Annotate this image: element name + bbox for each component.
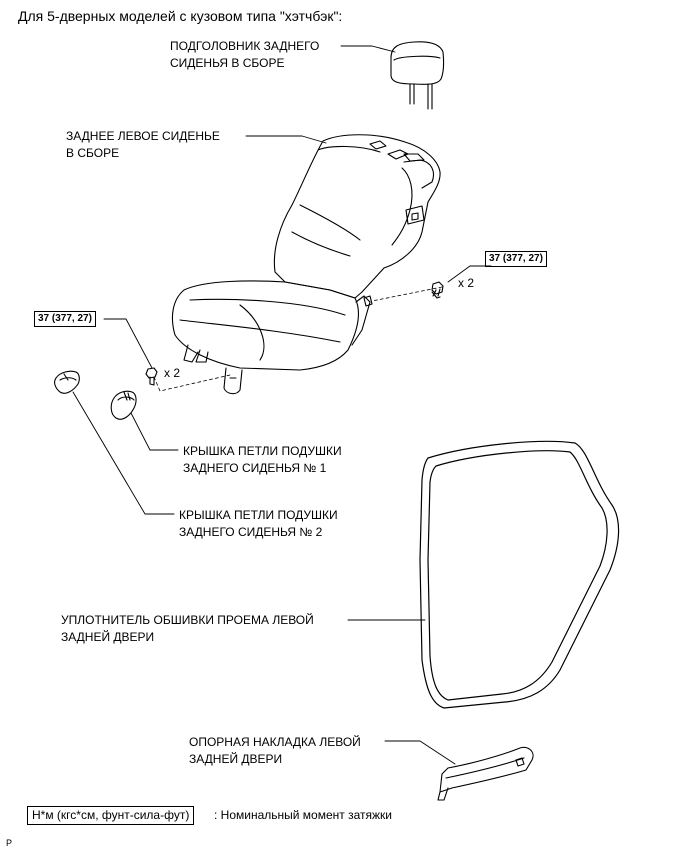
label-seat-line1: ЗАДНЕЕ ЛЕВОЕ СИДЕНЬЕ: [66, 129, 220, 143]
label-seat-line2: В СБОРЕ: [66, 146, 120, 160]
torque-badge-left: 37 (377, 27): [34, 311, 96, 327]
leader-headrest: [340, 45, 396, 53]
label-hinge-cover-1-line2: ЗАДНЕГО СИДЕНЬЯ № 1: [183, 461, 327, 475]
label-headrest-line2: СИДЕНЬЯ В СБОРЕ: [170, 56, 285, 70]
torque-badge-right: 37 (377, 27): [485, 251, 547, 267]
install-line-left: [153, 374, 231, 392]
install-line-right: [371, 286, 443, 302]
leader-hinge-cover-1: [130, 412, 179, 451]
bolt-icon-right: [431, 281, 444, 299]
bolt-quantity-left: x 2: [164, 366, 181, 380]
hinge-cover-2-icon: [54, 370, 80, 394]
hinge-cover-1-icon: [110, 390, 137, 420]
leader-torque-right: [447, 265, 492, 283]
installation-lines: [153, 286, 443, 392]
leader-seat: [245, 135, 327, 144]
label-hinge-cover-2-line1: КРЫШКА ПЕТЛИ ПОДУШКИ: [179, 508, 338, 522]
leader-hinge-cover-2: [72, 391, 175, 515]
door-weatherstrip-icon: [419, 440, 620, 709]
scuff-plate-icon: [437, 746, 534, 801]
label-headrest-line1: ПОДГОЛОВНИК ЗАДНЕГО: [170, 39, 320, 53]
legend-description: : Номинальный момент затяжки: [214, 808, 392, 822]
leader-torque-left: [103, 318, 153, 369]
leader-scuff-plate: [384, 740, 456, 765]
footer-mark: P: [6, 838, 13, 848]
label-weatherstrip-line2: ЗАДНЕЙ ДВЕРИ: [61, 630, 155, 644]
label-scuff-plate-line1: ОПОРНАЯ НАКЛАДКА ЛЕВОЙ: [189, 735, 361, 749]
bolt-quantity-right: x 2: [458, 276, 475, 290]
bolt-icon-left: [145, 367, 158, 386]
label-hinge-cover-2-line2: ЗАДНЕГО СИДЕНЬЯ № 2: [179, 525, 323, 539]
legend-unit-box: Н*м (кгс*см, фунт-сила-фут): [27, 806, 195, 825]
leader-lines: [72, 45, 492, 765]
label-hinge-cover-1-line1: КРЫШКА ПЕТЛИ ПОДУШКИ: [183, 444, 342, 458]
label-scuff-plate-line2: ЗАДНЕЙ ДВЕРИ: [189, 752, 283, 766]
label-weatherstrip-line1: УПЛОТНИТЕЛЬ ОБШИВКИ ПРОЕМА ЛЕВОЙ: [61, 613, 314, 627]
headrest-icon: [390, 41, 445, 110]
page-title: Для 5-дверных моделей с кузовом типа "хэ…: [18, 8, 343, 24]
rear-seat-icon: [171, 134, 441, 395]
